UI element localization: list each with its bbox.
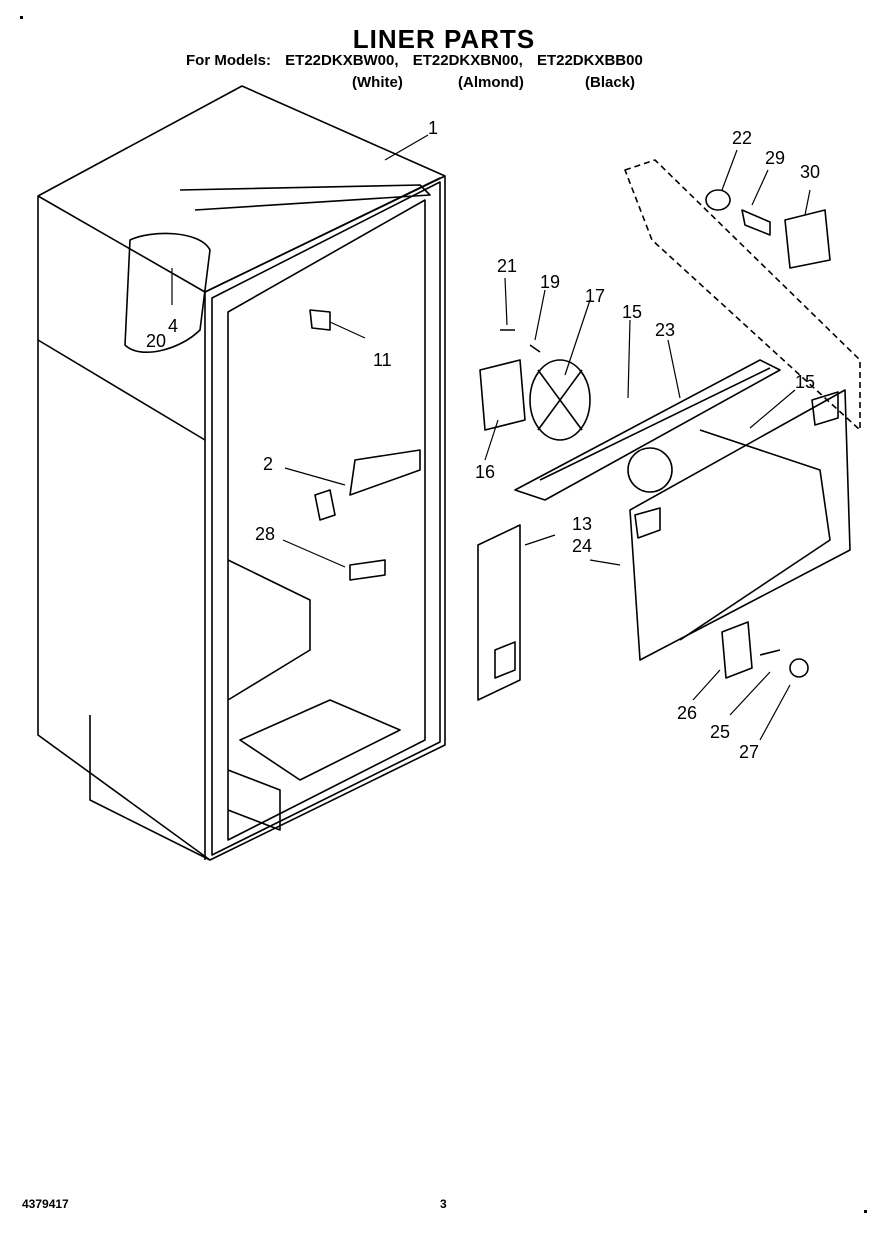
color-white: (White)	[352, 74, 403, 91]
callout-29: 29	[765, 148, 785, 168]
evaporator-fan-assembly	[479, 329, 591, 441]
callout-13: 13	[572, 514, 592, 534]
callout-20: 20	[146, 331, 166, 351]
callout-21: 21	[497, 256, 517, 276]
callout-22: 22	[732, 128, 752, 148]
color-almond: (Almond)	[458, 74, 524, 91]
callout-23: 23	[655, 320, 675, 340]
model-black: ET22DKXBB00	[536, 52, 643, 69]
callout-19: 19	[540, 272, 560, 292]
models-label: For Models:	[186, 52, 271, 69]
control-bracket	[721, 621, 809, 679]
light-assembly	[624, 159, 861, 431]
page-title: LINER PARTS	[352, 24, 536, 54]
fan-grille	[514, 359, 781, 501]
page-number: 3	[440, 1197, 447, 1211]
air-duct	[477, 524, 521, 701]
callout-28: 28	[255, 524, 275, 544]
rear-panel	[629, 389, 851, 661]
callout-11: 11	[373, 350, 392, 370]
model-almond: ET22DKXBN00,	[412, 52, 523, 69]
registration-mark-top	[20, 16, 23, 19]
registration-mark-bottom	[864, 1210, 867, 1213]
callout-26: 26	[677, 703, 697, 723]
callout-25: 25	[710, 722, 730, 742]
callout-2: 2	[263, 454, 273, 474]
leader-lines	[171, 134, 811, 741]
callout-17: 17	[585, 286, 605, 306]
callout-30: 30	[800, 162, 820, 182]
callout-27: 27	[739, 742, 759, 762]
model-white: ET22DKXBW00,	[285, 52, 399, 69]
callout-16: 16	[475, 462, 495, 482]
callout-1: 1	[428, 118, 438, 138]
models-line: For Models: ET22DKXBW00, ET22DKXBN00, ET…	[186, 52, 653, 69]
callout-24: 24	[572, 536, 592, 556]
callout-15-a: 15	[622, 302, 642, 322]
color-black: (Black)	[585, 74, 636, 91]
callout-15-b: 15	[795, 372, 815, 392]
part-number: 4379417	[22, 1197, 69, 1211]
callout-4: 4	[168, 316, 178, 336]
cabinet-liner	[37, 85, 446, 861]
